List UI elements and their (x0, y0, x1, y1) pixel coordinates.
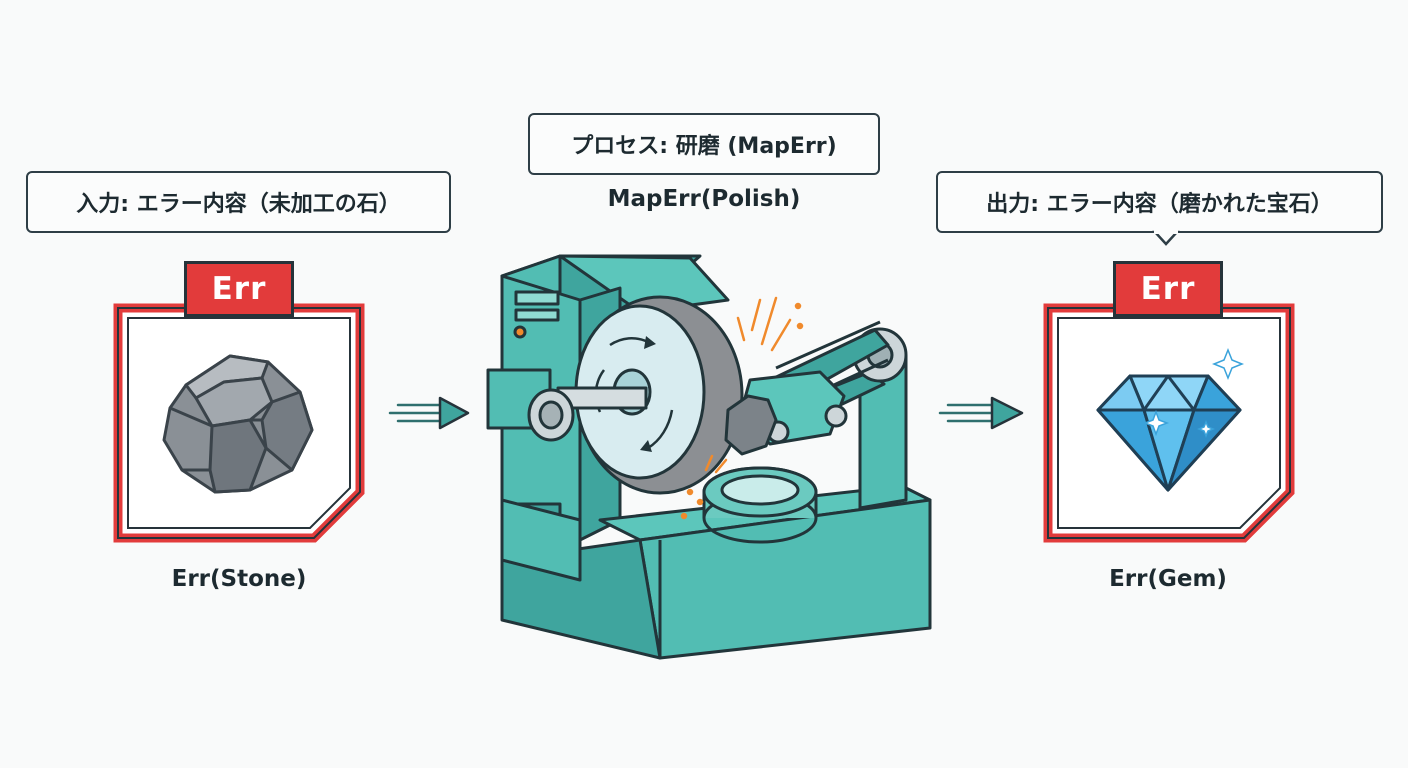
arrow-process-to-output (938, 396, 1024, 430)
input-err-tag: Err (184, 261, 294, 317)
gem-icon (1096, 374, 1242, 492)
sparkle-icons (1142, 347, 1245, 439)
output-err-tag: Err (1113, 261, 1223, 317)
sparks (680, 296, 804, 520)
input-err-tag-label: Err (211, 271, 267, 307)
process-label: プロセス: 研磨 (MapErr) (571, 134, 837, 159)
arrow-input-to-process (388, 396, 470, 430)
input-caption: Err(Stone) (171, 566, 307, 592)
input-label: 入力: エラー内容（未加工の石） (76, 192, 401, 217)
output-label-bubble: 出力: エラー内容（磨かれた宝石） (936, 171, 1383, 233)
input-label-bubble: 入力: エラー内容（未加工の石） (26, 171, 451, 233)
stone-icon (162, 354, 314, 494)
process-caption: MapErr(Polish) (607, 186, 801, 212)
output-caption: Err(Gem) (1109, 566, 1227, 592)
output-err-tag-label: Err (1140, 271, 1196, 307)
process-label-bubble: プロセス: 研磨 (MapErr) (528, 113, 880, 175)
grinding-machine-icon (486, 254, 932, 660)
output-label: 出力: エラー内容（磨かれた宝石） (986, 192, 1333, 217)
